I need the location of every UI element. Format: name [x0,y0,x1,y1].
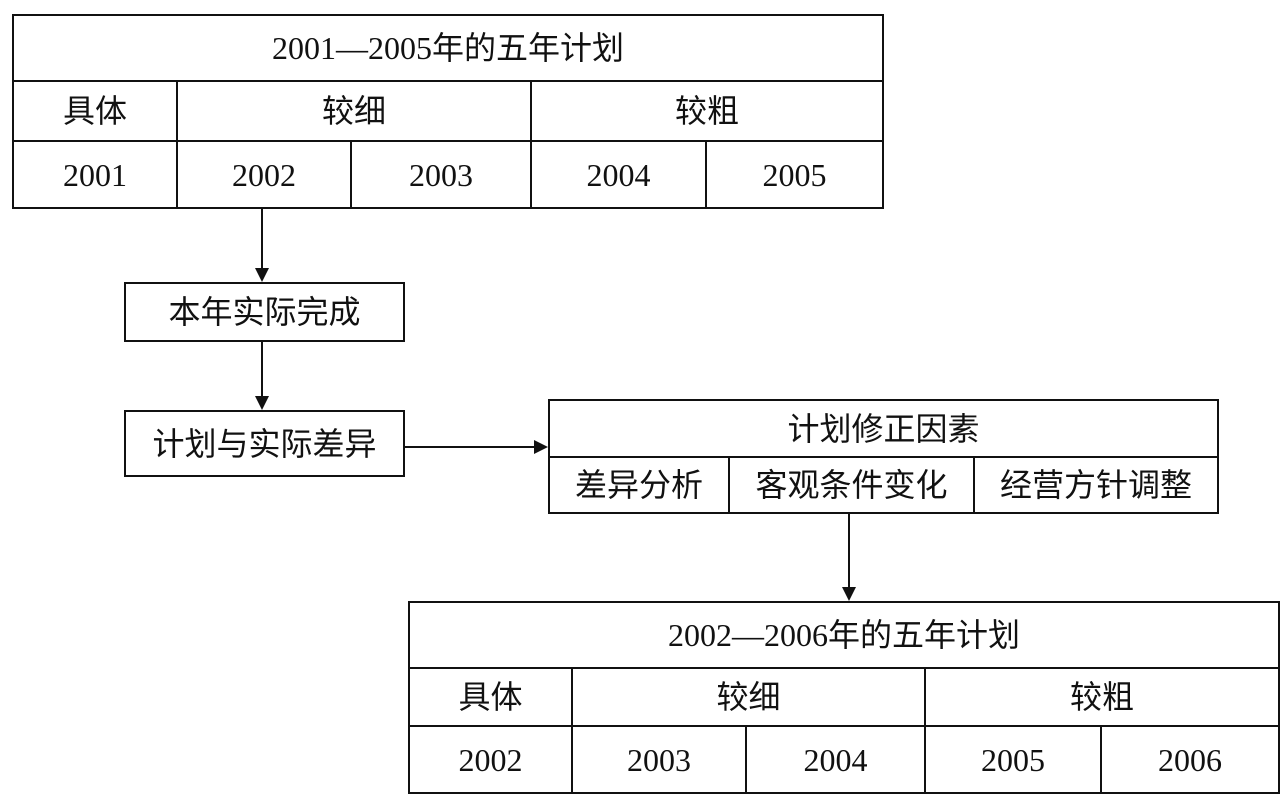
plan-top-year: 2005 [704,140,885,209]
plan-bottom-level-detailed: 较细 [571,667,926,727]
plan-top-year: 2004 [530,140,707,209]
plan-top-year: 2002 [176,140,352,209]
plan-bottom-year: 2004 [745,725,926,794]
plan-bottom-year: 2005 [924,725,1102,794]
plan-actual-variance-box: 计划与实际差异 [124,410,405,477]
arrow-actual-to-variance [255,342,269,410]
revision-factor-objective-conditions: 客观条件变化 [728,456,975,514]
revision-factor-policy-adjustment: 经营方针调整 [973,456,1219,514]
plan-revision-factors: 计划修正因素 差异分析 客观条件变化 经营方针调整 [548,399,1219,514]
plan-bottom-title: 2002—2006年的五年计划 [407,601,1281,669]
plan-top-year: 2001 [12,140,178,209]
revision-title: 计划修正因素 [548,399,1219,458]
plan-bottom-level-specific: 具体 [408,667,573,727]
plan-top-level-detailed: 较细 [176,80,532,142]
actual-completion-box: 本年实际完成 [124,282,405,342]
plan-top-level-specific: 具体 [12,80,178,142]
plan-top-level-rough: 较粗 [529,80,885,142]
plan-bottom-year: 2006 [1099,725,1281,794]
arrow-plan-to-actual [255,208,269,282]
five-year-plan-2001-2005: 2001—2005年的五年计划 具体 较细 较粗 2001 2002 2003 … [11,14,885,209]
plan-top-year: 2003 [350,140,532,209]
plan-bottom-year: 2003 [571,725,747,794]
arrow-variance-to-revision [405,440,548,454]
plan-bottom-year: 2002 [408,725,573,794]
revision-factor-variance-analysis: 差异分析 [548,456,730,514]
plan-top-title: 2001—2005年的五年计划 [11,14,885,82]
five-year-plan-2002-2006: 2002—2006年的五年计划 具体 较细 较粗 2002 2003 2004 … [407,601,1281,794]
plan-bottom-level-rough: 较粗 [923,667,1281,727]
arrow-revision-to-new-plan [842,513,856,601]
